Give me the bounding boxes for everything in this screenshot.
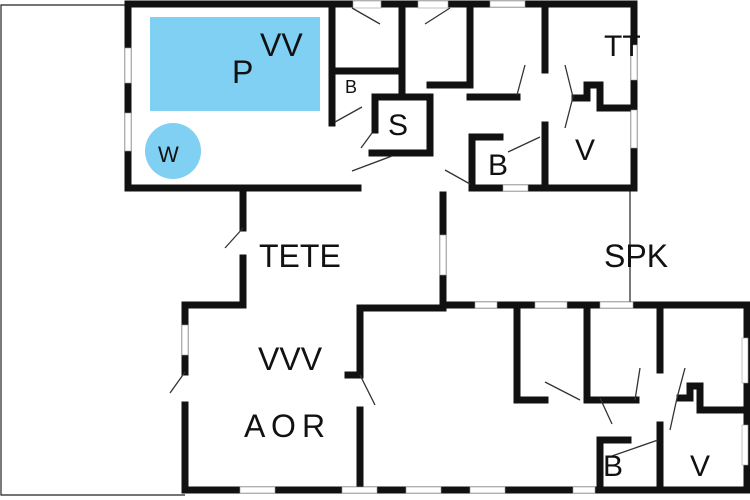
label-top-v: V <box>575 134 595 167</box>
label-living-vvv: VVV <box>258 341 323 377</box>
door-swings <box>169 7 686 457</box>
label-spk: SPK <box>604 238 668 274</box>
label-pool-vv: VV <box>260 27 303 63</box>
terrace-outline <box>0 4 185 496</box>
label-living-o: O <box>271 408 296 444</box>
label-bottom-bath: B <box>603 450 623 483</box>
walls <box>124 0 750 494</box>
windows <box>124 0 749 494</box>
label-living-r: R <box>302 408 325 444</box>
label-top-bath: B <box>488 149 508 182</box>
whirlpool <box>145 123 201 179</box>
label-bottom-v: V <box>690 450 710 483</box>
label-top-tt: TT <box>604 30 641 63</box>
pool <box>150 17 320 111</box>
label-whirlpool: W <box>158 142 179 167</box>
label-living-a: A <box>244 408 266 444</box>
label-sauna: S <box>388 109 408 142</box>
label-pool-p: P <box>232 54 253 90</box>
label-bath-small: B <box>345 77 357 97</box>
label-hall: TETE <box>259 238 341 274</box>
